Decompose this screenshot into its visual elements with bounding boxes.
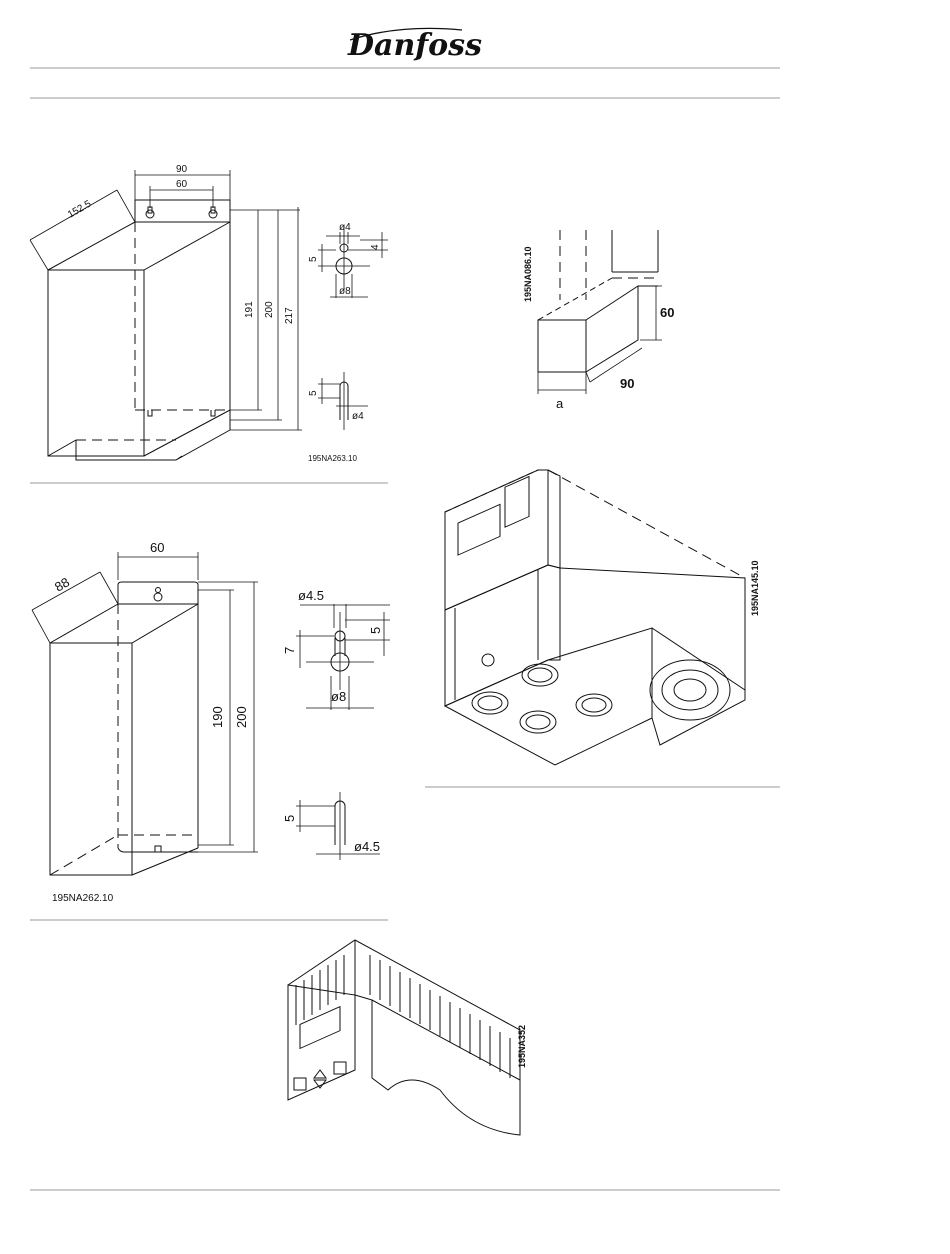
figure-ref-263: 195NA263.10 (308, 454, 357, 463)
dim-d4-top: ø4 (339, 222, 351, 233)
panel-display (300, 1007, 340, 1049)
figure-ref-352: 195NA352 (517, 1025, 527, 1068)
dim-7: 7 (282, 647, 297, 654)
keyhole-icon (146, 207, 217, 218)
figure-ref-262: 195NA262.10 (52, 893, 114, 904)
figure-clearance: 60 90 a 195NA086.10 (523, 230, 674, 411)
bracket-small-front (50, 643, 132, 875)
dim-d8-small: ø8 (331, 689, 346, 704)
brand-name: Danfoss (347, 28, 482, 63)
slot-detail: 5 ø4 (308, 372, 368, 430)
dim-height-190: 190 (210, 706, 225, 728)
figure-ref-086: 195NA086.10 (523, 246, 533, 302)
keyhole-detail: ø4 4 5 ø8 (308, 222, 388, 298)
bracket-front-face (48, 270, 144, 456)
dim-a: a (556, 396, 564, 411)
dim-height-191: 191 (244, 301, 255, 318)
dim-height-217: 217 (284, 307, 295, 324)
dim-d8: ø8 (339, 286, 351, 297)
figure-bracket-large: 90 60 152.5 191 200 217 (30, 164, 388, 463)
button-icon (294, 1078, 306, 1090)
dim-width-60: 60 (176, 179, 188, 190)
dim-width-90: 90 (176, 164, 188, 175)
dim-d4-5-slot: ø4.5 (354, 839, 380, 854)
vent-grille-icon (505, 476, 529, 527)
dim-width-60-small: 60 (150, 540, 164, 555)
keyhole-icon (154, 588, 162, 602)
dim-clearance-90: 90 (620, 376, 634, 391)
dim-height-200: 200 (264, 301, 275, 318)
dim-5-keyhole-small: 5 (368, 627, 383, 634)
figure-drive-panel: 195NA352 (288, 940, 527, 1135)
dim-d4-slot: ø4 (352, 411, 364, 422)
dim-4: 4 (370, 244, 381, 250)
dim-5-slot: 5 (308, 390, 319, 396)
dim-d4-5-top: ø4.5 (298, 588, 324, 603)
keyhole-detail-small: ø4.5 5 7 ø8 (282, 588, 390, 710)
dim-5-slot-small: 5 (282, 815, 297, 822)
fan-icon (650, 660, 730, 720)
screw-icon (482, 654, 494, 666)
dim-clearance-60: 60 (660, 305, 674, 320)
figure-bracket-small: 60 88 190 200 (32, 540, 390, 904)
dim-depth-88: 88 (52, 574, 72, 594)
danfoss-logo: Danfoss (347, 28, 482, 63)
cable-gland-icon (472, 664, 612, 733)
dim-depth-152-5: 152.5 (66, 198, 94, 220)
figure-drive-unit: 195NA145.10 (445, 470, 760, 765)
display-window (458, 504, 500, 555)
slot-detail-small: 5 ø4.5 (282, 792, 380, 860)
dim-5-keyhole: 5 (308, 256, 319, 262)
dim-height-200-small: 200 (234, 706, 249, 728)
button-icon (334, 1062, 346, 1074)
figure-ref-145: 195NA145.10 (750, 560, 760, 616)
